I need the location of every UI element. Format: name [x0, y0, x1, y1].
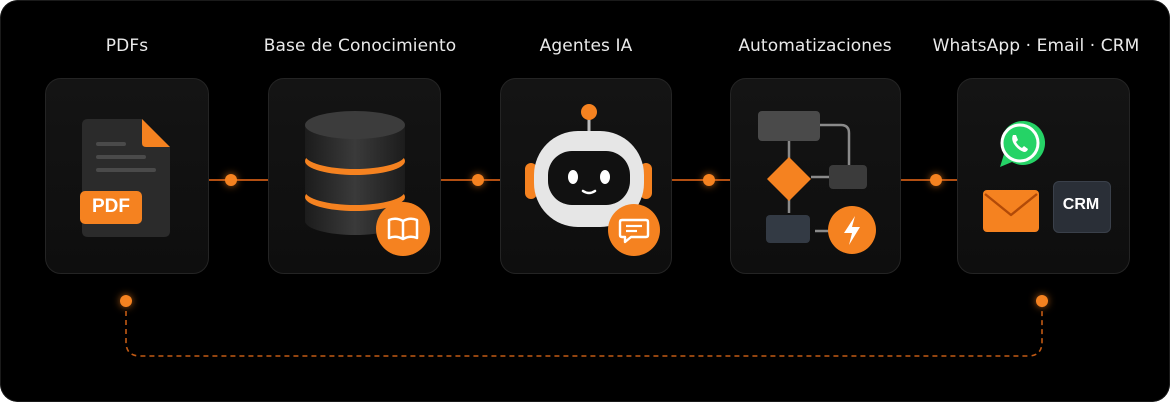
- connector-4-5: [901, 179, 957, 181]
- chat-bubble-icon: [608, 204, 660, 256]
- lightning-icon: [828, 206, 876, 254]
- loop-dot-start: [120, 295, 132, 307]
- connector-1-2: [209, 179, 268, 181]
- step-label-pdfs: PDFs: [105, 36, 149, 56]
- connector-dot-2: [472, 174, 484, 186]
- email-icon: [983, 190, 1039, 232]
- step-card-knowledge-base: [268, 78, 441, 274]
- database-icon: [305, 111, 405, 235]
- connector-dot-3: [703, 174, 715, 186]
- crm-badge-label: CRM: [1062, 196, 1100, 213]
- robot-icon: [525, 104, 652, 227]
- whatsapp-icon: [1000, 120, 1046, 167]
- connector-2-3: [441, 179, 500, 181]
- step-label-automations: Automatizaciones: [738, 36, 892, 56]
- step-label-channels: WhatsApp · Email · CRM: [932, 36, 1140, 56]
- step-card-ai-agents: [500, 78, 672, 274]
- flowchart-icon: [758, 111, 867, 243]
- step-card-channels: CRM: [957, 78, 1130, 274]
- connector-dot-1: [225, 174, 237, 186]
- connector-dot-4: [930, 174, 942, 186]
- connector-3-4: [672, 179, 730, 181]
- pdf-document-icon: [80, 119, 170, 237]
- step-card-automations: [730, 78, 901, 274]
- step-card-pdfs: PDF: [45, 78, 209, 274]
- loop-dot-end: [1036, 295, 1048, 307]
- book-icon: [376, 202, 430, 256]
- step-label-knowledge-base: Base de Conocimiento: [263, 36, 457, 56]
- pdf-badge-label: PDF: [92, 196, 130, 217]
- step-label-ai-agents: Agentes IA: [539, 36, 633, 56]
- crm-badge: [1053, 181, 1111, 233]
